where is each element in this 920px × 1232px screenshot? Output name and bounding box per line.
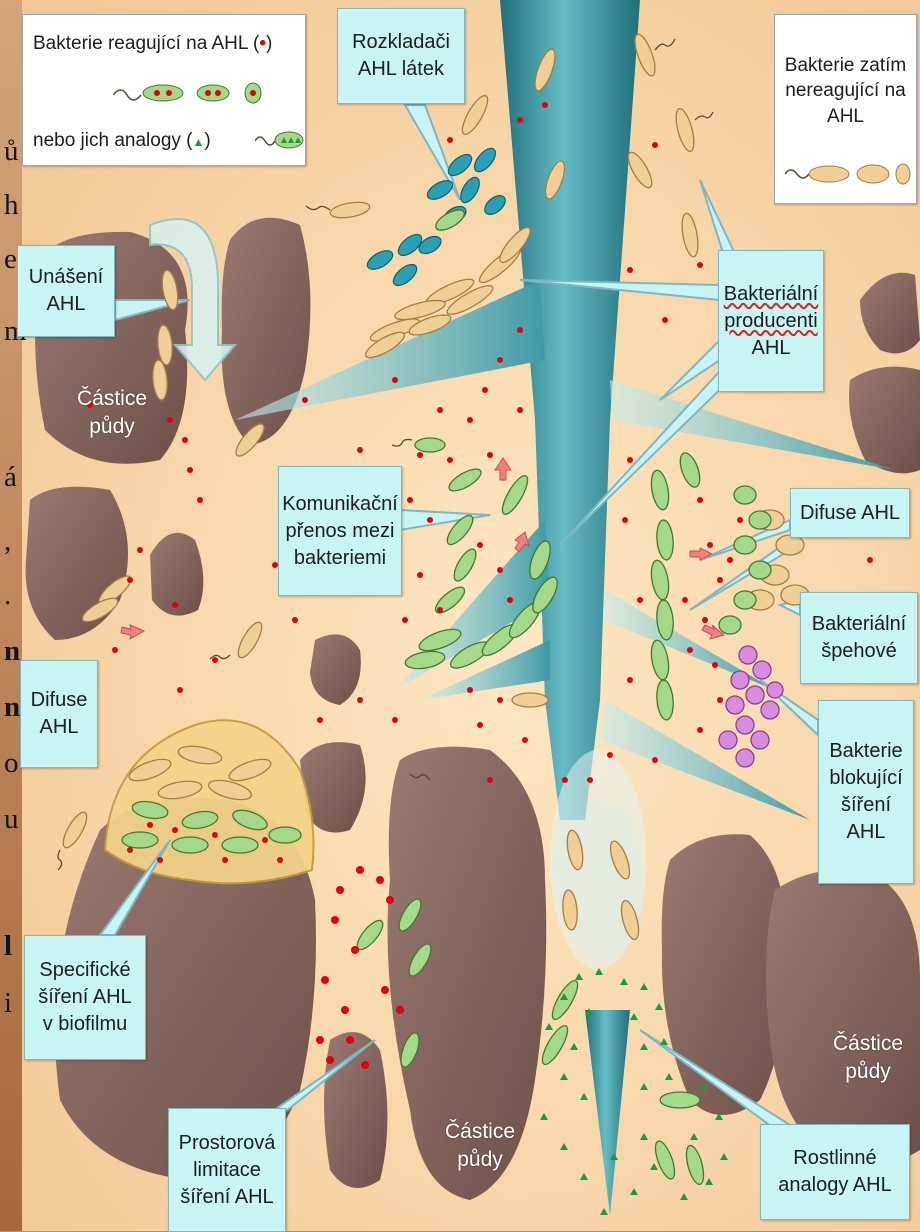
slide-fragment: i — [4, 987, 12, 1019]
legend-reacting-end: ) — [266, 33, 272, 54]
slide-fragment: n — [4, 691, 20, 723]
callout-degraders: Rozkladači AHL látek — [337, 8, 465, 104]
soil-label-bottom-center: Částice půdy — [430, 1118, 530, 1175]
soil-label-line: půdy — [430, 1146, 530, 1174]
callout-spies: Bakteriální špehové — [800, 592, 918, 684]
legend-analogs-row: nebo jich analogy (▲) — [33, 130, 211, 152]
callout-line: Komunikační — [282, 491, 398, 518]
soil-label-line: půdy — [62, 413, 162, 441]
callout-line: v biofilmu — [43, 1011, 127, 1038]
callout-line: AHL — [752, 335, 791, 362]
legend-analog-bacteria-icon — [255, 127, 305, 153]
legend: Bakterie reagující na AHL (•) nebo jich … — [22, 14, 306, 166]
callout-line: Bakteriální — [812, 611, 907, 638]
callout-line: analogy AHL — [778, 1172, 891, 1199]
callout-line: Bakteriální — [724, 281, 819, 308]
slide-fragment: e — [4, 243, 17, 275]
callout-line: AHL — [47, 291, 86, 318]
callout-line: Specifické — [39, 957, 130, 984]
slide-fragment: h — [4, 189, 19, 221]
slide-fragment: u — [4, 803, 19, 835]
callout-line: AHL — [847, 819, 886, 846]
callout-diffusion-left: Difuse AHL — [20, 660, 98, 768]
soil-label-line: Částice — [818, 1030, 918, 1058]
soil-label-top-left: Částice půdy — [62, 385, 162, 442]
slide-fragment: , — [4, 525, 11, 557]
legend-reacting-text: Bakterie reagující na AHL ( — [33, 33, 259, 54]
callout-biofilm: Specifické šíření AHL v biofilmu — [24, 935, 146, 1060]
soil-label-line: Částice — [62, 385, 162, 413]
callout-line: nereagující na — [785, 78, 905, 104]
soil-label-line: Částice — [430, 1118, 530, 1146]
slide-fragment: n — [4, 635, 20, 667]
callout-producers: Bakteriální producenti AHL — [718, 250, 824, 392]
callout-line: AHL látek — [358, 56, 444, 83]
slide-fragment: o — [4, 747, 19, 779]
legend-non-reacting-bacteria-icons — [785, 158, 915, 190]
callout-line: šíření AHL — [38, 984, 131, 1011]
callout-line: AHL — [827, 104, 864, 130]
callout-line: producenti — [724, 308, 817, 335]
legend-reacting-row: Bakterie reagující na AHL (•) — [33, 33, 272, 55]
legend-reacting-bacteria-icons — [113, 77, 293, 107]
callout-line: špehové — [821, 638, 897, 665]
soil-label-bottom-right: Částice půdy — [818, 1030, 918, 1087]
callout-carrying: Unášení AHL — [17, 245, 115, 337]
callout-line: Prostorová — [179, 1130, 276, 1157]
callout-line: Rozkladači — [352, 29, 450, 56]
callout-line: Unášení — [29, 264, 104, 291]
callout-line: Bakterie — [829, 738, 902, 765]
slide-fragment: á — [4, 461, 17, 493]
callout-blocking: Bakterie blokující šíření AHL — [818, 700, 914, 884]
callout-line: blokující — [829, 765, 902, 792]
callout-line: Difuse — [31, 687, 88, 714]
slide-fragment: . — [4, 579, 11, 611]
callout-line: Difuse AHL — [800, 500, 900, 527]
callout-line: bakteriemi — [294, 545, 386, 572]
callout-line: přenos mezi — [286, 518, 395, 545]
callout-line: limitace — [193, 1157, 261, 1184]
legend-analogs-text: nebo jich analogy ( — [33, 130, 193, 151]
callout-line: Bakterie zatím — [785, 53, 906, 79]
callout-line: šíření — [841, 792, 891, 819]
soil-label-line: půdy — [818, 1058, 918, 1086]
slide-fragment: l — [4, 930, 12, 962]
slide-fragment: ů — [4, 135, 19, 167]
legend-analogs-end: ) — [204, 130, 210, 151]
callout-spatial: Prostorová limitace šíření AHL — [168, 1108, 286, 1232]
callout-communication: Komunikační přenos mezi bakteriemi — [278, 466, 402, 596]
analog-triangle-icon: ▲ — [193, 135, 205, 149]
callout-line: AHL — [40, 714, 79, 741]
callout-plant-analogs: Rostlinné analogy AHL — [760, 1124, 910, 1220]
callout-diffusion-right: Difuse AHL — [790, 488, 910, 538]
callout-line: šíření AHL — [180, 1184, 273, 1211]
callout-line: Rostlinné — [793, 1145, 876, 1172]
